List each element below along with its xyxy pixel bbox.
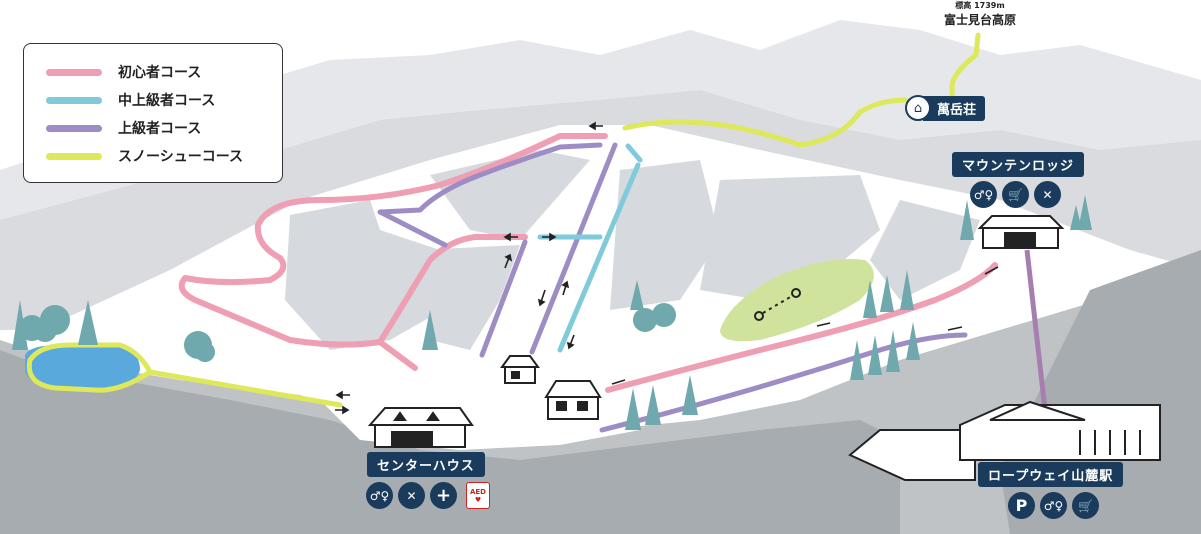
legend-label: スノーシューコース [118,149,244,165]
course-legend: 初心者コース 中上級者コース 上級者コース スノーシューコース [23,43,283,183]
banda-so-label: 萬岳荘 [923,95,986,121]
center-house-facilities: ♂♀ ✕ + AED ♥ [366,482,490,509]
beginner-course [178,133,998,393]
center-house-label[interactable]: センターハウス [367,452,485,477]
foreground-hill [0,350,900,534]
summit-label: 標高 1739m 富士見台高原 [930,0,1030,28]
center-house-building [367,407,474,448]
forest-patch [700,175,880,300]
legend-swatch [46,96,102,104]
restroom-icon: ♂♀ [366,482,393,509]
rest-house-building [544,380,602,420]
forest-patch [870,200,980,300]
legend-swatch [46,68,102,76]
banda-so-marker[interactable]: ⌂ 萬岳荘 [905,95,986,121]
legend-label: 初心者コース [118,65,202,81]
house-icon: ⌂ [905,95,931,121]
legend-label: 中上級者コース [118,93,216,109]
ropeway-station-facilities: P ♂♀ 🛒 [1008,492,1099,519]
mountain-lodge-facilities: ♂♀ 🛒 ✕ [970,181,1061,208]
legend-label: 上級者コース [118,121,202,137]
aed-icon: AED ♥ [466,482,490,509]
mountain-lodge-label[interactable]: マウンテンロッジ [952,152,1085,177]
ropeway-station-label[interactable]: ロープウェイ山麓駅 [978,462,1124,487]
legend-item-intermediate: 中上級者コース [46,90,215,110]
summit-name: 富士見台高原 [943,13,1016,27]
parking-letter: P [1015,496,1028,515]
legend-item-snowshoe: スノーシューコース [46,146,243,166]
legend-item-advanced: 上級者コース [46,118,201,138]
shop-cart-icon: 🛒 [1072,492,1099,519]
heart-icon: ♥ [474,495,482,504]
summit-elevation: 標高 1739m [955,1,1005,10]
pond [25,345,140,390]
shop-cart-icon: 🛒 [1002,181,1029,208]
aed-label: AED [469,487,486,496]
ropeway-station-building [848,400,1161,481]
restroom-icon: ♂♀ [1040,492,1067,519]
legend-item-beginner: 初心者コース [46,62,201,82]
parking-icon: P [1008,492,1035,519]
direction-arrows [335,121,999,415]
ropeway-line [1024,249,1048,411]
legend-swatch [46,124,102,132]
mountain-lodge-building [977,215,1065,249]
restaurant-icon: ✕ [398,482,425,509]
meadow-trail [754,288,801,321]
trees [12,195,1092,430]
small-hut-building [500,355,540,384]
first-aid-icon: + [430,482,457,509]
forest-patch [285,200,470,350]
restroom-icon: ♂♀ [970,181,997,208]
forest-patch [420,245,520,350]
forest-patch [610,160,720,310]
advanced-course [377,142,968,433]
restaurant-icon: ✕ [1034,181,1061,208]
legend-swatch [46,152,102,160]
